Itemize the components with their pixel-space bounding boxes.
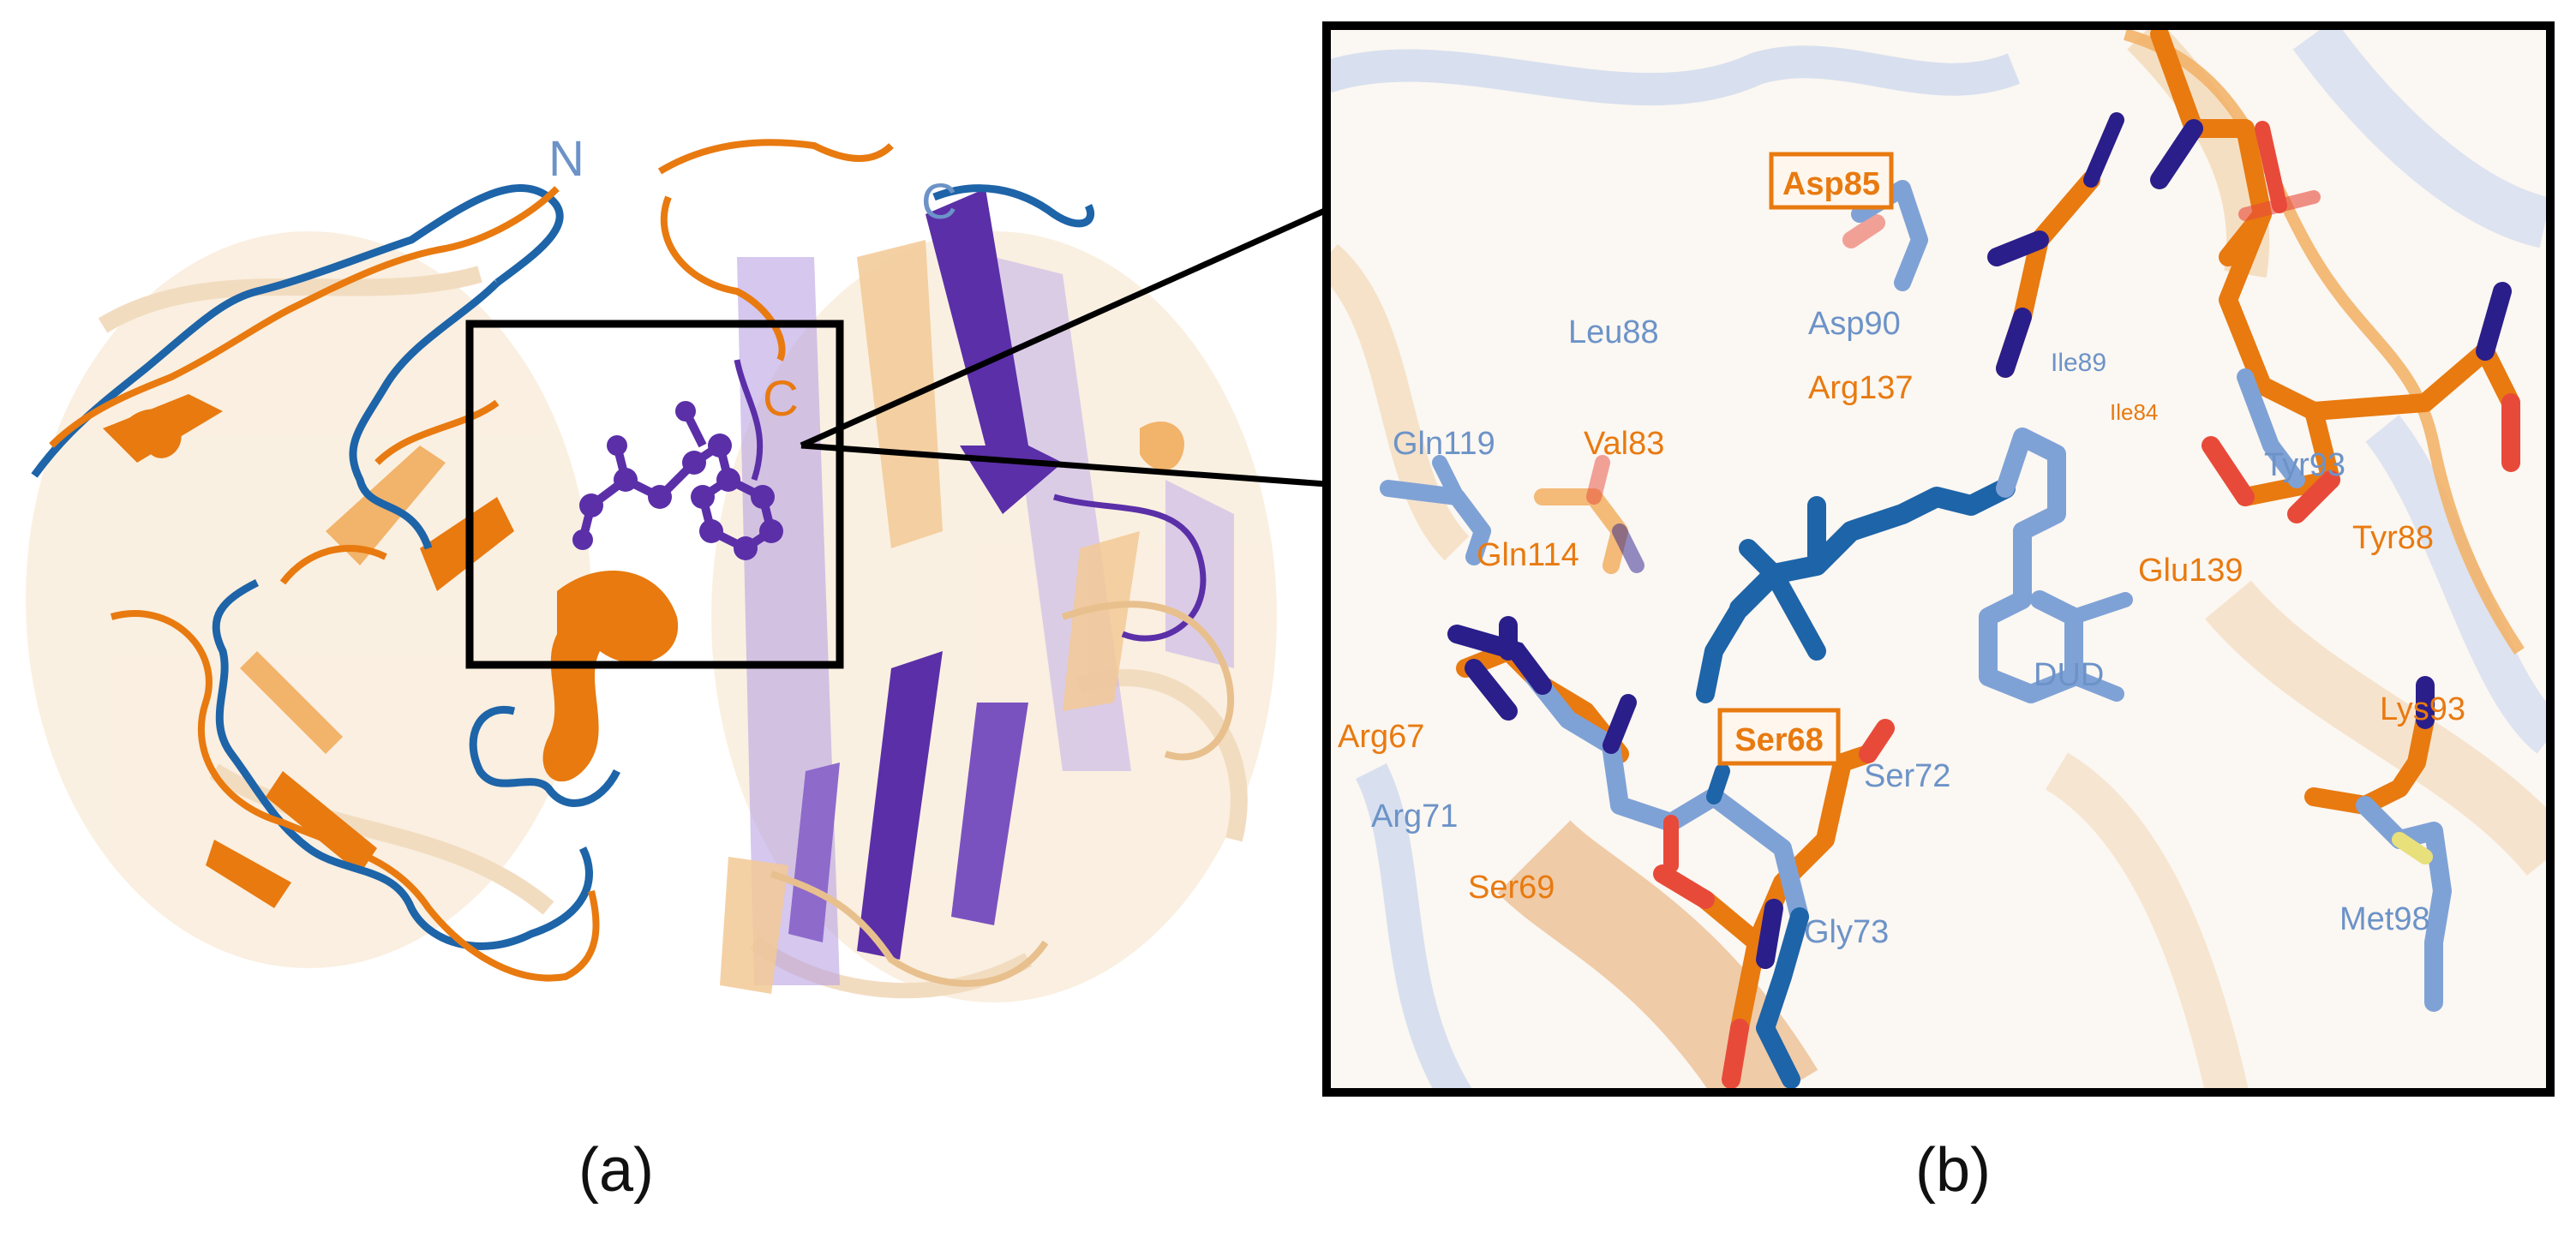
blue-stick-residues [1380,180,2452,1089]
caption-panel-b: (b) [1915,1136,1991,1205]
label-ile84: Ile84 [2110,399,2158,425]
orange-helices [120,409,1184,782]
wheat-beta-strands [720,240,1140,994]
boxed-label-ser68: Ser68 [1717,708,1841,766]
label-asp90: Asp90 [1808,306,1901,342]
ligand-dud-ball-and-stick [572,401,783,560]
panel-b-frame [1322,21,2555,1097]
label-leu88: Leu88 [1568,314,1659,350]
label-glu139: Glu139 [2138,553,2244,589]
label-asp85: Asp85 [1782,166,1880,202]
label-tyr88: Tyr88 [2352,520,2434,556]
caption-panel-a: (a) [578,1136,654,1205]
label-gln114: Gln114 [1477,537,1579,573]
label-ser72: Ser72 [1864,758,1950,794]
zoom-connector-bottom [800,442,1327,487]
residue-labels: Asp90 Leu88 Arg137 Ile89 Ile84 Gln119 Va… [1338,306,2465,950]
blue-coil [31,184,1094,950]
label-arg137: Arg137 [1808,370,1914,406]
panel-b: Asp85 Ser68 Asp90 Leu88 Arg137 Ile89 Ile… [1322,21,2555,1097]
purple-coil [734,359,1207,642]
orange-coil [49,139,894,982]
nitrogen-accents [1447,625,1783,969]
terminus-n-blue: N [548,131,584,187]
terminus-c-orange: C [763,371,799,427]
label-met98: Met98 [2339,901,2430,937]
panel-a: N C C [26,131,1328,1002]
label-dud: DUD [2034,657,2104,693]
label-gly73: Gly73 [1804,914,1889,950]
orange-backbone-loop [2124,28,2525,655]
label-val83: Val83 [1584,426,1664,462]
label-ile89: Ile89 [2051,349,2106,377]
label-ser69: Ser69 [1468,870,1555,906]
zoom-connector-top [800,206,1328,449]
zoom-region-box [465,320,844,669]
label-lys93: Lys93 [2380,691,2465,727]
label-arg71: Arg71 [1371,798,1458,834]
wheat-coil [770,601,1235,987]
boxed-label-asp85: Asp85 [1769,152,1894,210]
label-gln119: Gln119 [1393,426,1495,462]
label-arg67: Arg67 [1338,719,1424,755]
label-tyr93: Tyr93 [2264,447,2345,483]
label-ser68: Ser68 [1734,722,1824,758]
terminus-c-blue: C [921,174,957,230]
